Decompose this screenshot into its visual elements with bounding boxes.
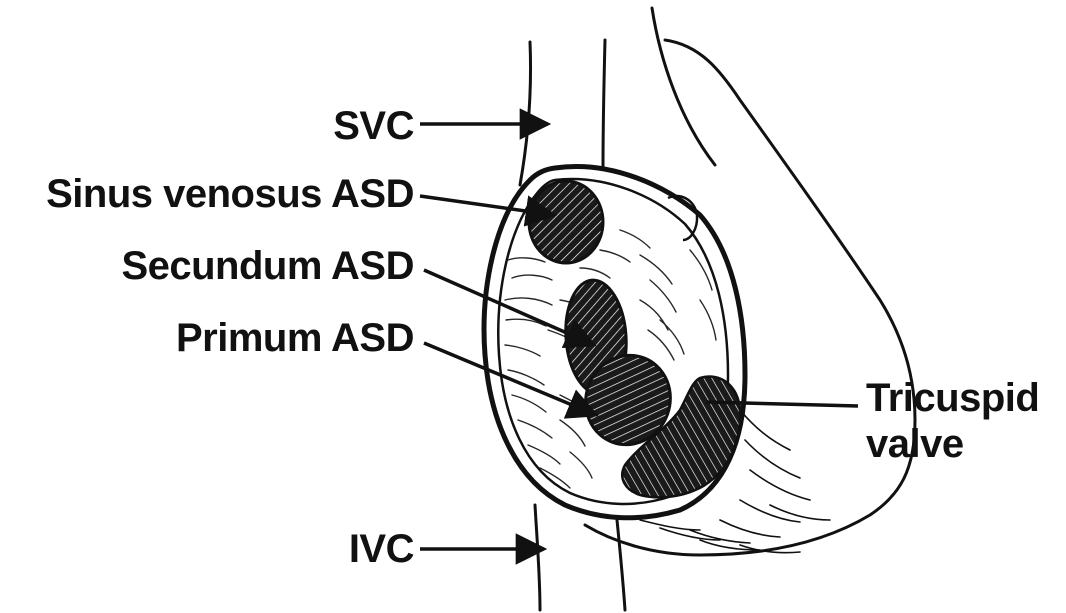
tricuspid-valve-label: Tricuspid valve [866, 375, 1039, 467]
ivc-label: IVC [349, 527, 414, 571]
sinus-venosus-asd-shape [529, 181, 603, 263]
tricuspid-label-line2: valve [866, 421, 1039, 467]
tricuspid-label-line1: Tricuspid [866, 375, 1039, 421]
secundum-asd-label: Secundum ASD [121, 244, 414, 288]
svc-label: SVC [333, 104, 414, 148]
sinus-venosus-asd-label: Sinus venosus ASD [46, 172, 414, 216]
primum-asd-label: Primum ASD [176, 316, 414, 360]
